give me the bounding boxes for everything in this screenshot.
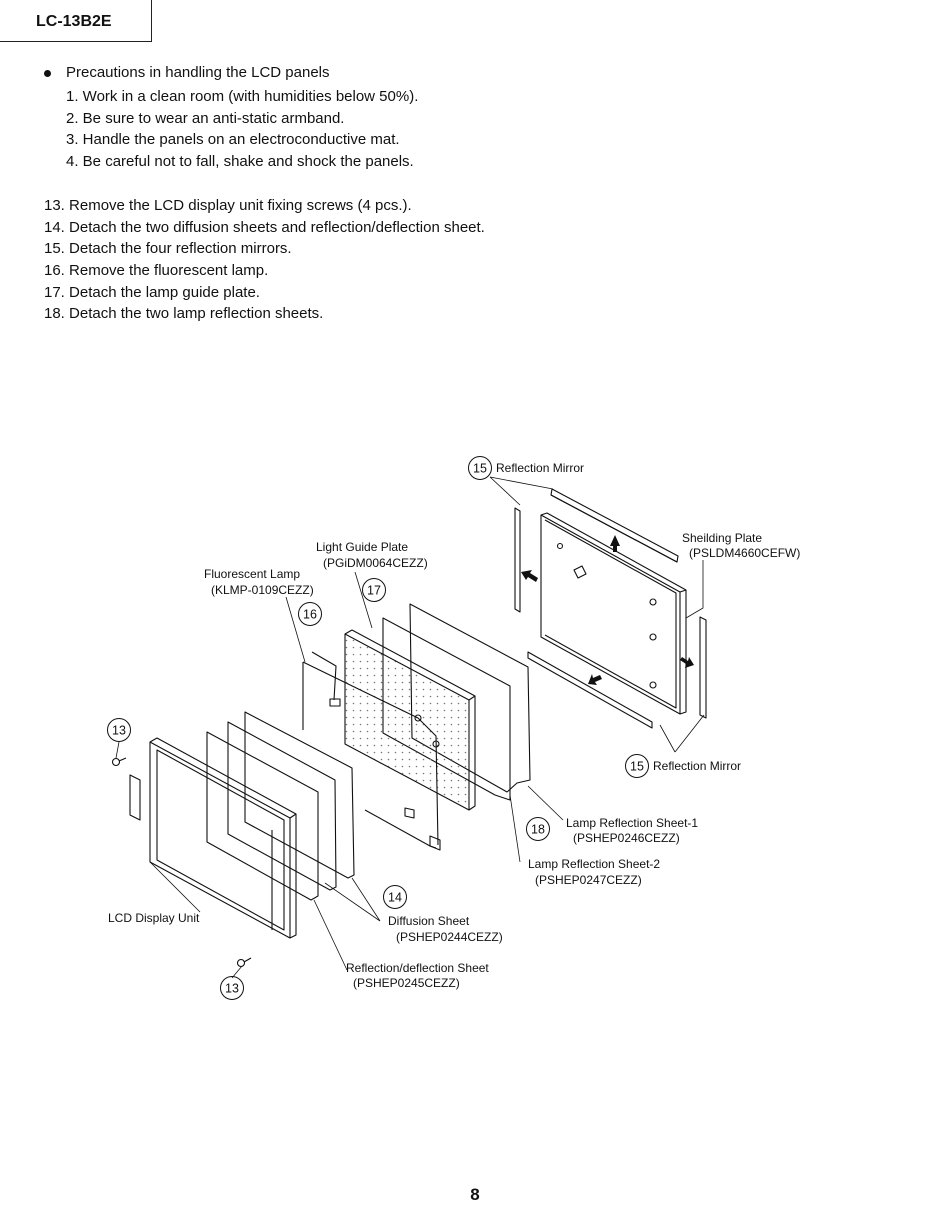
arrow-up-icon (610, 535, 620, 552)
label-diffusion-sheet-part: (PSHEP0244CEZZ) (396, 930, 503, 944)
shielding-plate (540, 512, 687, 715)
model-number: LC-13B2E (36, 13, 112, 30)
callout-number-14: 14 (388, 891, 402, 905)
callout-circle-18 (526, 817, 550, 841)
label-diffusion-sheet: Diffusion Sheet (388, 914, 470, 928)
reflection-mirror-bottom-strip (527, 651, 653, 729)
label-lamp-reflection-sheet-2-part: (PSHEP0247CEZZ) (535, 873, 642, 887)
step-item: 14. Detach the two diffusion sheets and … (44, 218, 485, 236)
step-item: 13. Remove the LCD display unit fixing s… (44, 197, 412, 214)
fluorescent-lamp (302, 651, 441, 851)
precaution-item: 4. Be careful not to fall, shake and sho… (66, 153, 414, 171)
callout-number-13: 13 (112, 724, 126, 738)
step-item: 18. Detach the two lamp reflection sheet… (44, 305, 324, 323)
label-light-guide-plate: Light Guide Plate (316, 540, 408, 554)
step-item: 15. Detach the four reflection mirrors. (44, 240, 292, 258)
label-lamp-reflection-sheet-1-part: (PSHEP0246CEZZ) (573, 831, 680, 845)
reflection-mirror-right (699, 616, 707, 719)
callout-number-16: 16 (303, 608, 317, 622)
callout-number-18: 18 (531, 823, 545, 837)
reflection-mirror-top-strip (550, 488, 679, 563)
light-guide-plate (344, 629, 476, 811)
label-light-guide-plate-part: (PGiDM0064CEZZ) (323, 556, 428, 570)
label-fluorescent-lamp: Fluorescent Lamp (204, 567, 300, 581)
screw-bottom (236, 957, 252, 968)
callout-number-13: 13 (225, 982, 239, 996)
precautions-list: 1. Work in a clean room (with humidities… (66, 86, 418, 173)
label-reflection-mirror-bottom: Reflection Mirror (653, 759, 741, 773)
label-reflection-deflection-sheet-part: (PSHEP0245CEZZ) (353, 976, 460, 990)
label-lamp-reflection-sheet-2: Lamp Reflection Sheet-2 (528, 857, 660, 871)
callout-circle-17 (362, 578, 386, 602)
label-shielding-plate-part: (PSLDM4660CEFW) (689, 546, 800, 560)
callout-number-17: 17 (367, 584, 381, 598)
label-lcd-display-unit: LCD Display Unit (108, 911, 200, 925)
callout-circle-13-top (107, 718, 131, 742)
step-item: 17. Detach the lamp guide plate. (44, 283, 260, 301)
screw-top (111, 757, 127, 767)
label-reflection-mirror-top: Reflection Mirror (496, 461, 584, 475)
precaution-item: 3. Handle the panels on an electroconduc… (66, 131, 400, 149)
page-number: 8 (470, 1185, 480, 1204)
callout-circle-15-bottom (625, 754, 649, 778)
reflection-deflection-sheet (206, 731, 319, 901)
callout-circle-16 (298, 602, 322, 626)
label-shielding-plate: Sheilding Plate (682, 531, 762, 545)
arrow-down-icon (588, 674, 602, 685)
label-reflection-deflection-sheet: Reflection/deflection Sheet (346, 961, 489, 975)
step-item: 16. Remove the fluorescent lamp. (44, 262, 269, 280)
callout-circle-14 (383, 885, 407, 909)
arrow-left-icon (521, 570, 538, 582)
lcd-display-unit (129, 737, 297, 939)
bullet-icon (44, 70, 51, 77)
precaution-item: 1. Work in a clean room (with humidities… (66, 88, 419, 105)
reflection-mirror-left (514, 507, 521, 613)
callout-number-15: 15 (473, 462, 487, 476)
label-fluorescent-lamp-part: (KLMP-0109CEZZ) (211, 583, 314, 597)
callout-circle-13-bottom (220, 976, 244, 1000)
precaution-item: 2. Be sure to wear an anti-static armban… (66, 109, 345, 127)
diffusion-sheet-2 (244, 711, 355, 879)
arrow-right-icon (680, 657, 694, 668)
precautions-title: Precautions in handling the LCD panels (66, 64, 330, 81)
disassembly-steps: 13. Remove the LCD display unit fixing s… (44, 195, 485, 325)
callout-number-15: 15 (630, 760, 644, 774)
callout-circle-15-top (468, 456, 492, 480)
model-number-box: LC-13B2E (0, 0, 152, 42)
label-lamp-reflection-sheet-1: Lamp Reflection Sheet-1 (566, 816, 698, 830)
